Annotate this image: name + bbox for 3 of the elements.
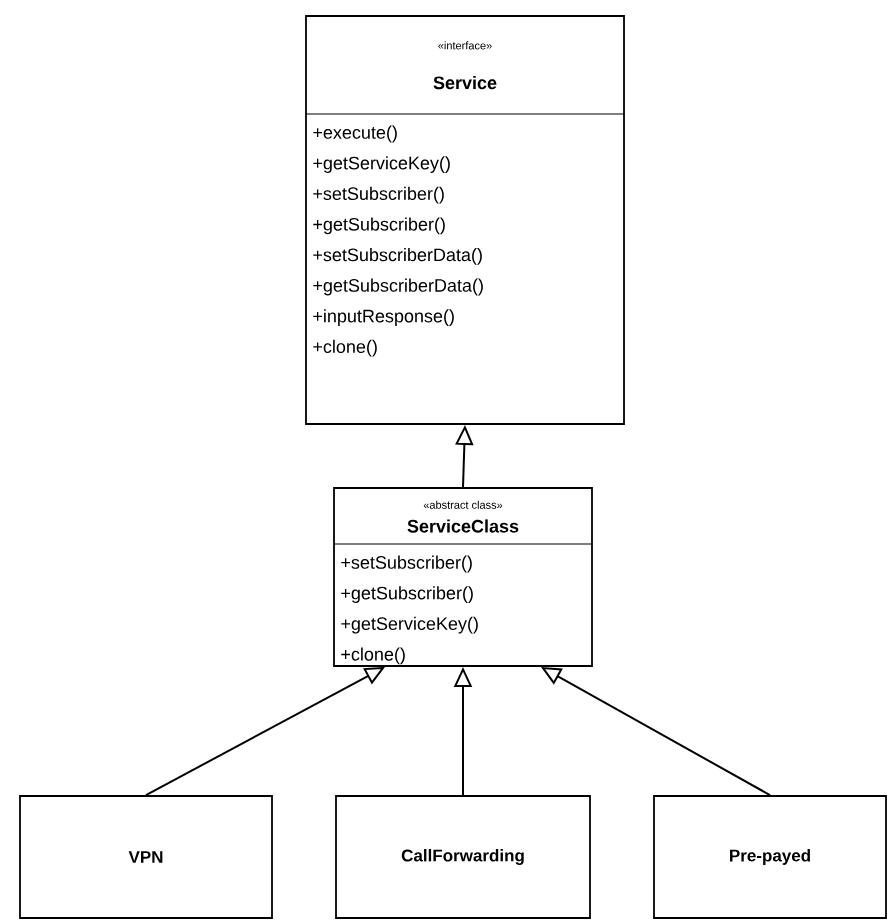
class-box: CallForwarding [335,795,591,919]
class-box: Pre-payed [653,795,887,919]
class-box: VPN [19,795,273,919]
